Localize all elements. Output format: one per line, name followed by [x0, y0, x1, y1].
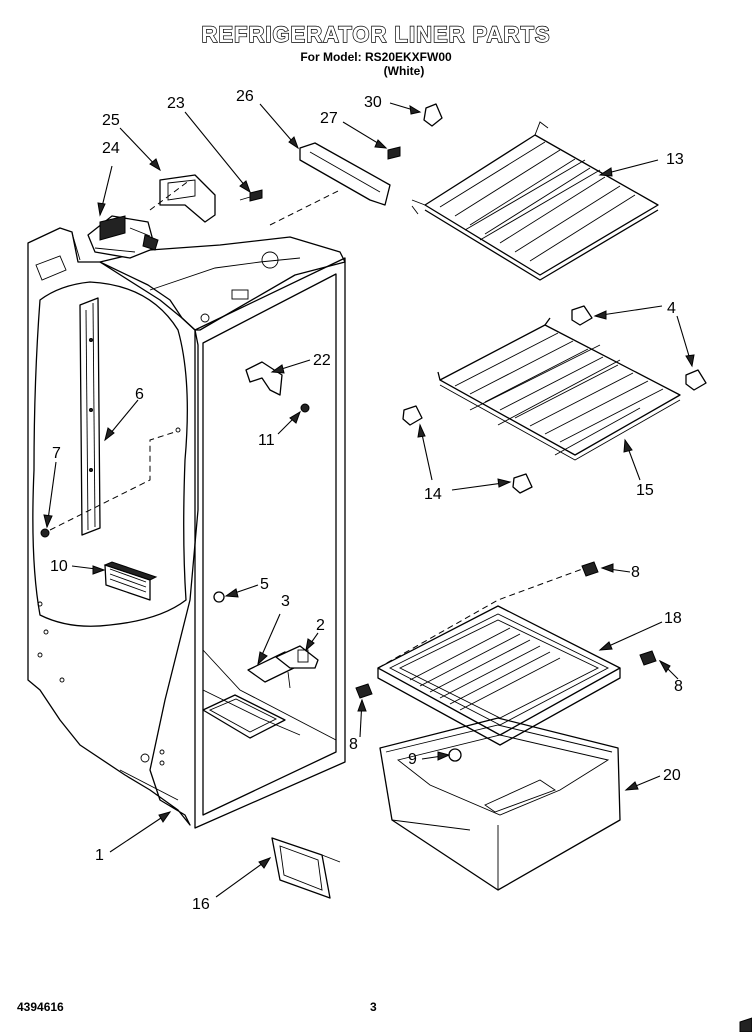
callout-7: 7 — [52, 445, 61, 462]
callout-1: 1 — [95, 847, 104, 864]
part-26-bracket — [269, 142, 391, 226]
part-5-nut — [213, 591, 225, 603]
part-14-support-a — [402, 405, 423, 426]
callout-27: 27 — [320, 110, 338, 127]
part-4-support-a — [571, 305, 593, 326]
corner-mark — [739, 1017, 752, 1032]
callout-15: 15 — [636, 482, 654, 499]
callout-labels: 30 26 27 23 25 24 13 4 6 22 11 7 14 15 1… — [50, 88, 684, 913]
part-16-plate — [271, 837, 341, 899]
callout-25: 25 — [102, 112, 120, 129]
cabinet-liner — [27, 227, 346, 829]
part-6-rail — [49, 297, 176, 536]
callout-9: 9 — [408, 751, 417, 768]
color-line: (White) — [383, 64, 425, 78]
part-13-shelf — [411, 121, 659, 281]
part-14-support-b — [512, 473, 533, 494]
part-30-clip — [423, 103, 443, 127]
part-23-screw — [239, 189, 263, 202]
part-2-clip — [275, 645, 319, 669]
model-line: For Model: RS20EKXFW00 — [300, 50, 452, 64]
part-24-housing — [87, 215, 159, 259]
callout-10: 10 — [50, 558, 68, 575]
part-18-shelf — [377, 567, 621, 746]
callout-23: 23 — [167, 95, 185, 112]
part-8-clip-a — [581, 561, 599, 577]
callout-16: 16 — [192, 896, 210, 913]
callout-20: 20 — [663, 767, 681, 784]
part-15-shelf — [437, 317, 681, 461]
leader-arrowheads — [43, 105, 695, 869]
callout-22: 22 — [313, 352, 331, 369]
callout-3: 3 — [281, 593, 290, 610]
part-25-bracket — [149, 174, 216, 223]
callout-24: 24 — [102, 140, 120, 157]
part-22-bracket — [245, 361, 283, 396]
callout-30: 30 — [364, 94, 382, 111]
callout-8-left: 8 — [349, 736, 358, 753]
callout-18: 18 — [664, 610, 682, 627]
callout-4: 4 — [667, 300, 676, 317]
callout-6: 6 — [135, 386, 144, 403]
part-4-support-b — [685, 369, 707, 391]
part-27-screw — [387, 146, 401, 160]
part-7-screw — [40, 528, 50, 538]
callout-8-top: 8 — [631, 564, 640, 581]
page-title: REFRIGERATOR LINER PARTS — [201, 21, 551, 47]
callout-26: 26 — [236, 88, 254, 105]
callout-2: 2 — [316, 617, 325, 634]
part-8-clip-b — [639, 650, 657, 666]
part-8-clip-c — [355, 683, 373, 699]
part-9-clip — [448, 748, 462, 762]
callout-14: 14 — [424, 486, 442, 503]
callout-8-right: 8 — [674, 678, 683, 695]
callout-5: 5 — [260, 576, 269, 593]
callout-11: 11 — [258, 432, 275, 449]
document-number: 4394616 — [17, 1000, 64, 1014]
page-number: 3 — [370, 1000, 377, 1014]
part-20-crisper — [379, 717, 621, 891]
part-10-vent — [103, 561, 158, 601]
callout-13: 13 — [666, 151, 684, 168]
part-11-screw — [300, 403, 310, 413]
